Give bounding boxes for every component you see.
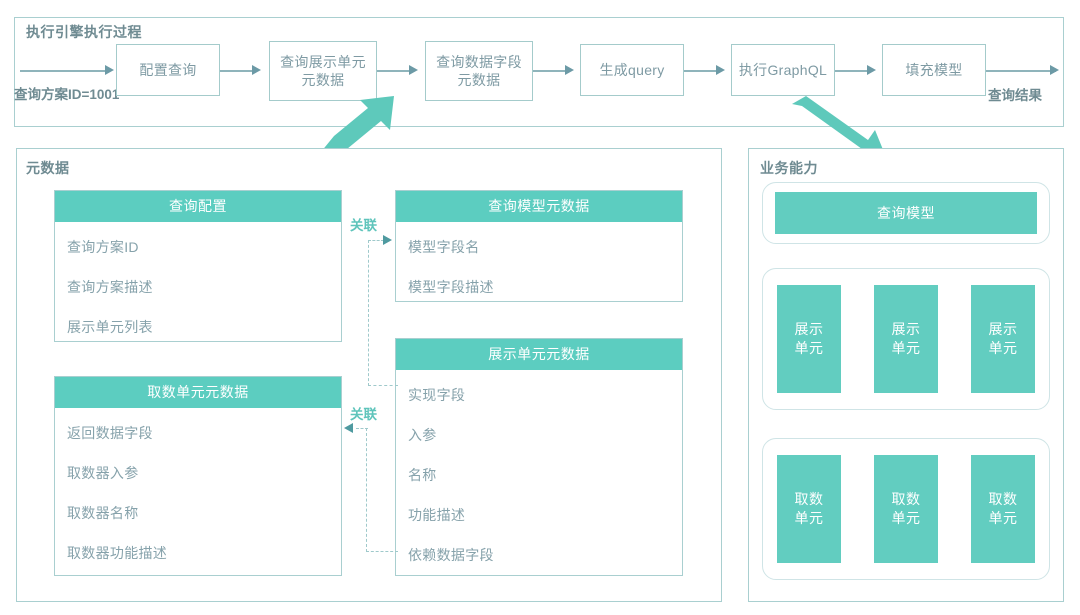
flow-input-arrowhead — [105, 65, 114, 75]
chip-line1: 展示 — [794, 321, 824, 337]
assoc-b-arrowhead — [344, 423, 353, 433]
flow-panel-title: 执行引擎执行过程 — [26, 24, 142, 40]
assoc-a-segment-h-top — [368, 240, 384, 241]
flow-step-执行GraphQL[interactable]: 执行GraphQL — [731, 44, 835, 96]
flow-input-line — [20, 70, 110, 72]
flow-step-label: 执行GraphQL — [738, 62, 828, 78]
flow-step-填充模型[interactable]: 填充模型 — [882, 44, 986, 96]
flow-step-查询数据字段元数据[interactable]: 查询数据字段 元数据 — [425, 41, 533, 101]
metadata-table-body: 模型字段名 模型字段描述 — [396, 238, 682, 296]
flow-connector-4 — [684, 70, 720, 72]
flow-output-label: 查询结果 — [988, 88, 1042, 103]
flow-step-生成query[interactable]: 生成query — [580, 44, 684, 96]
flow-step-line2: 元数据 — [301, 72, 345, 88]
chip-line2: 单元 — [794, 340, 824, 356]
assoc-b-segment-h-top — [356, 428, 368, 429]
flow-output-arrowhead — [1050, 65, 1059, 75]
flow-input-label: 查询方案ID=1001 — [14, 87, 120, 102]
metadata-row: 取数器入参 — [67, 465, 139, 481]
metadata-table-query-model[interactable]: 查询模型元数据 模型字段名 模型字段描述 — [395, 190, 683, 302]
chip-line2: 单元 — [794, 510, 824, 526]
flow-connector-3 — [533, 70, 569, 72]
flow-step-line1: 查询展示单元 — [280, 54, 366, 70]
capability-chip-label: 取数 单元 — [989, 490, 1018, 528]
metadata-row: 依赖数据字段 — [408, 547, 494, 563]
flow-step-label: 配置查询 — [139, 62, 197, 78]
metadata-table-query-config[interactable]: 查询配置 查询方案ID 查询方案描述 展示单元列表 — [54, 190, 342, 342]
flow-arrowhead-3 — [565, 65, 574, 75]
flow-arrowhead-5 — [867, 65, 876, 75]
flow-connector-2 — [377, 70, 413, 72]
flow-step-配置查询[interactable]: 配置查询 — [116, 44, 220, 96]
metadata-row: 查询方案描述 — [67, 279, 153, 295]
chip-line1: 取数 — [988, 491, 1018, 507]
assoc-label-a: 关联 — [350, 218, 377, 233]
flow-arrowhead-4 — [716, 65, 725, 75]
chip-line1: 取数 — [891, 491, 921, 507]
metadata-row: 模型字段名 — [408, 239, 480, 255]
metadata-table-body: 返回数据字段 取数器入参 取数器名称 取数器功能描述 — [55, 424, 341, 562]
flow-step-查询展示单元元数据[interactable]: 查询展示单元 元数据 — [269, 41, 377, 101]
capability-chip-fetch-unit-2[interactable]: 取数 单元 — [874, 455, 938, 563]
metadata-panel-title: 元数据 — [26, 160, 70, 176]
flow-arrowhead-2 — [409, 65, 418, 75]
metadata-table-fetch-unit[interactable]: 取数单元元数据 返回数据字段 取数器入参 取数器名称 取数器功能描述 — [54, 376, 342, 576]
flow-arrowhead-1 — [252, 65, 261, 75]
capability-chip-label: 展示 单元 — [795, 320, 824, 358]
capability-chip-label: 取数 单元 — [892, 490, 921, 528]
big-arrow-down-right — [792, 96, 888, 162]
capability-chip-label: 展示 单元 — [892, 320, 921, 358]
assoc-label-b: 关联 — [350, 407, 377, 422]
capability-chip-label: 取数 单元 — [795, 490, 824, 528]
chip-line2: 单元 — [988, 340, 1018, 356]
metadata-row: 模型字段描述 — [408, 279, 494, 295]
flow-step-label: 填充模型 — [905, 62, 963, 78]
metadata-table-header: 取数单元元数据 — [55, 377, 341, 408]
metadata-row: 取数器名称 — [67, 505, 139, 521]
assoc-b-segment-v — [366, 428, 367, 552]
big-arrow-up-left — [316, 96, 394, 158]
chip-line2: 单元 — [891, 340, 921, 356]
chip-line2: 单元 — [891, 510, 921, 526]
flow-step-label: 查询数据字段 元数据 — [436, 53, 522, 89]
flow-step-line1: 查询数据字段 — [436, 54, 522, 70]
capability-chip-label: 查询模型 — [877, 204, 935, 221]
metadata-table-header: 查询配置 — [55, 191, 341, 222]
capability-chip-fetch-unit-3[interactable]: 取数 单元 — [971, 455, 1035, 563]
metadata-table-header: 展示单元元数据 — [396, 339, 682, 370]
capability-chip-display-unit-2[interactable]: 展示 单元 — [874, 285, 938, 393]
metadata-table-display-unit[interactable]: 展示单元元数据 实现字段 入参 名称 功能描述 依赖数据字段 — [395, 338, 683, 576]
metadata-row: 展示单元列表 — [67, 319, 153, 335]
metadata-table-body: 查询方案ID 查询方案描述 展示单元列表 — [55, 238, 341, 336]
flow-step-label: 查询展示单元 元数据 — [280, 53, 366, 89]
metadata-row: 取数器功能描述 — [67, 545, 168, 561]
assoc-a-arrowhead — [383, 235, 392, 245]
flow-connector-5 — [835, 70, 871, 72]
assoc-a-segment-h-bottom — [368, 385, 398, 386]
capability-chip-label: 展示 单元 — [989, 320, 1018, 358]
metadata-table-body: 实现字段 入参 名称 功能描述 依赖数据字段 — [396, 386, 682, 564]
assoc-b-segment-h-bottom — [366, 551, 398, 552]
capability-chip-fetch-unit-1[interactable]: 取数 单元 — [777, 455, 841, 563]
metadata-row: 入参 — [408, 427, 437, 443]
metadata-row: 返回数据字段 — [67, 425, 153, 441]
flow-output-line — [986, 70, 1056, 72]
metadata-table-header: 查询模型元数据 — [396, 191, 682, 222]
capability-chip-display-unit-3[interactable]: 展示 单元 — [971, 285, 1035, 393]
flow-step-line2: 元数据 — [457, 72, 501, 88]
chip-line1: 展示 — [988, 321, 1018, 337]
chip-line1: 取数 — [794, 491, 824, 507]
flow-step-label: 生成query — [599, 62, 665, 78]
capability-chip-display-unit-1[interactable]: 展示 单元 — [777, 285, 841, 393]
chip-line2: 单元 — [988, 510, 1018, 526]
metadata-row: 功能描述 — [408, 507, 466, 523]
flow-connector-1 — [220, 70, 256, 72]
capability-panel-title: 业务能力 — [760, 160, 818, 176]
capability-chip-query-model[interactable]: 查询模型 — [775, 192, 1037, 234]
metadata-row: 查询方案ID — [67, 239, 139, 255]
metadata-row: 实现字段 — [408, 387, 466, 403]
metadata-row: 名称 — [408, 467, 437, 483]
assoc-a-segment-v — [368, 240, 369, 386]
chip-line1: 展示 — [891, 321, 921, 337]
